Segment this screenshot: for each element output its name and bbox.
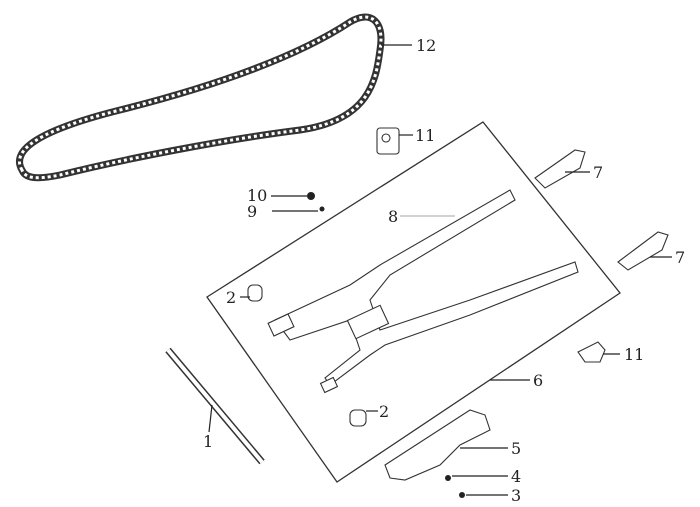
callout-5: 5 [511,439,521,458]
axle [165,347,265,465]
callout-4: 4 [511,467,521,486]
bolt [459,492,465,498]
callout-2: 2 [379,402,389,421]
bushing-top [247,284,263,302]
nut [319,206,325,212]
callout-1: 1 [203,432,213,451]
bushing-bottom [349,409,367,427]
adjuster-top [534,149,586,189]
adjuster-bottom [617,231,669,271]
callout-7: 7 [593,163,603,182]
callout-9: 9 [247,202,257,221]
callout-2: 2 [226,288,236,307]
callout-11: 11 [624,345,644,364]
callout-11: 11 [415,126,435,145]
swingarm-assembly-panel [206,121,621,483]
callout-3: 3 [511,486,521,505]
chain-guard [384,409,491,481]
washer [445,475,451,481]
bracket-right [577,341,606,363]
callout-10: 10 [247,186,267,205]
callout-12: 12 [416,36,436,55]
callout-7: 7 [675,248,685,267]
callout-6: 6 [533,371,543,390]
swingarm [267,189,579,394]
callout-8: 8 [388,207,398,226]
grease-nipple [307,192,315,200]
drive-chain [16,13,385,182]
